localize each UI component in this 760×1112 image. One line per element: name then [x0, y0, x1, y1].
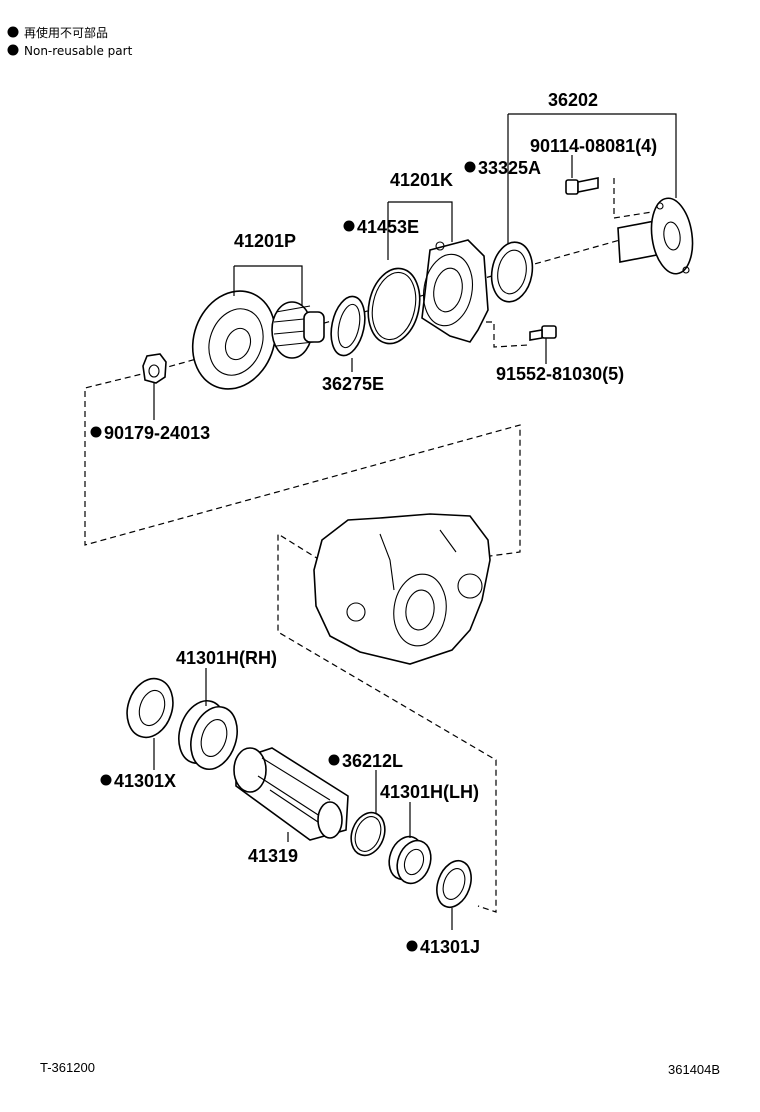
figure-code-right: 361404B	[668, 1062, 720, 1077]
bearing-41301H-RH	[178, 700, 238, 770]
bearing-cage-41201K	[421, 239, 489, 343]
non-reusable-dot-icon	[90, 426, 102, 438]
o-ring-41453E	[367, 267, 421, 345]
non-reusable-dot-icon	[406, 940, 418, 952]
part-label-90179-24013: 90179-24013	[104, 423, 210, 443]
part-label-36275E: 36275E	[322, 374, 384, 394]
part-label-36212L: 36212L	[342, 751, 403, 771]
part-label-41301H-LH: 41301H(LH)	[380, 782, 479, 802]
non-reusable-dot-icon	[7, 26, 19, 38]
part-label-41201K: 41201K	[390, 170, 453, 190]
non-reusable-dot-icon	[328, 754, 340, 766]
washer-41301X	[126, 677, 174, 739]
part-labels: 36202 90114-08081(4) 33325A 41201K 41453…	[90, 90, 657, 957]
part-label-36202: 36202	[548, 90, 598, 110]
part-label-41301J: 41301J	[420, 937, 480, 957]
leader-lines	[153, 113, 677, 930]
non-reusable-dot-icon	[100, 774, 112, 786]
part-label-41301X: 41301X	[114, 771, 176, 791]
non-reusable-dot-icon	[343, 220, 355, 232]
part-label-33325A: 33325A	[478, 158, 541, 178]
part-label-91552-81030: 91552-81030(5)	[496, 364, 624, 384]
legend-text-english: Non-reusable part	[24, 44, 133, 58]
part-label-41453E: 41453E	[357, 217, 419, 237]
ring-gear-41201P	[191, 290, 325, 390]
part-label-41201P: 41201P	[234, 231, 296, 251]
figure-code-left: T-361200	[40, 1060, 95, 1075]
part-label-41301H-RH: 41301H(RH)	[176, 648, 277, 668]
part-label-41319: 41319	[248, 846, 298, 866]
washer-41301J	[436, 859, 472, 909]
bolt-91552	[529, 325, 557, 341]
legend-text-japanese: 再使用不可部品	[24, 25, 108, 40]
nut-90179	[142, 353, 167, 384]
bearing-41301H-LH	[388, 835, 432, 885]
part-label-90114-08081: 90114-08081(4)	[530, 136, 657, 156]
snap-ring-36212L	[350, 811, 386, 857]
non-reusable-dot-icon	[7, 44, 19, 56]
legend: 再使用不可部品 Non-reusable part	[7, 25, 133, 58]
bolt-90114	[565, 177, 599, 195]
non-reusable-dot-icon	[464, 161, 476, 173]
oil-seal-33325A	[490, 241, 534, 303]
shaft-41319	[233, 747, 349, 841]
shim-36275E	[330, 295, 366, 357]
flange-shaft-36202	[617, 197, 694, 275]
transfer-case-housing	[313, 513, 491, 665]
